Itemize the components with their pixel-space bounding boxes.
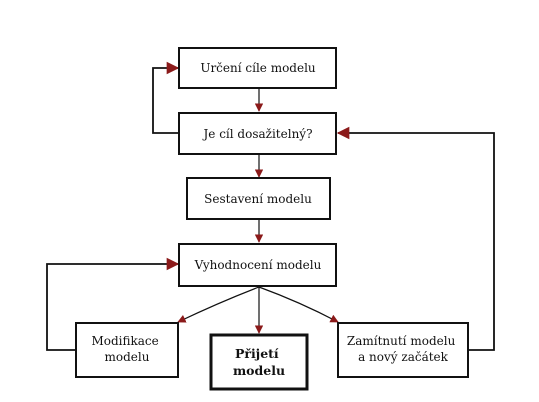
- svg-text:Je cíl dosažitelný?: Je cíl dosažitelný?: [201, 127, 312, 141]
- node-reject-line-2: a nový začátek: [358, 350, 449, 364]
- svg-text:Zamítnutí modelu a nový: Zamítnutí modelu a nový začátek: [347, 334, 459, 364]
- node-goal: Určení cíle modelu: [178, 47, 337, 89]
- loop-modify-to-evaluate: [46, 257, 180, 351]
- node-reject: Zamítnutí modelu a nový začátek: [337, 322, 469, 378]
- node-modify-line-2: modelu: [105, 350, 150, 364]
- node-evaluate: Vyhodnocení modelu: [178, 243, 337, 287]
- node-modify: Modifikace modelu: [75, 322, 179, 378]
- loop-reachable-to-goal: [152, 61, 180, 134]
- node-modify-line-1: Modifikace: [91, 334, 158, 348]
- svg-text:Vyhodnocení modelu: Vyhodnocení modelu: [194, 258, 322, 272]
- loop-reject-to-reachable: [336, 126, 495, 351]
- node-evaluate-line-1: Vyhodnocení modelu: [194, 258, 322, 272]
- svg-text:Modifikace modelu: Modifikace modelu: [91, 334, 162, 364]
- connectors: [46, 61, 495, 351]
- arrow-evaluate-to-modify: [177, 286, 260, 323]
- node-build-line-1: Sestavení modelu: [204, 192, 312, 206]
- node-build: Sestavení modelu: [186, 177, 331, 220]
- node-accept: Přijetí modelu: [209, 333, 309, 391]
- node-reachable: Je cíl dosažitelný?: [178, 112, 337, 155]
- node-reachable-line-1: Je cíl dosažitelný?: [201, 127, 312, 141]
- node-goal-line-1: Určení cíle modelu: [200, 61, 316, 75]
- svg-text:Přijetí modelu: Přijetí modelu: [233, 346, 285, 378]
- node-reject-line-1: Zamítnutí modelu: [347, 334, 456, 348]
- arrow-evaluate-to-reject: [258, 286, 339, 323]
- node-accept-line-1: Přijetí: [235, 346, 279, 361]
- svg-text:Určení cíle modelu: Určení cíle modelu: [200, 61, 316, 75]
- node-accept-line-2: modelu: [233, 363, 285, 378]
- svg-text:Sestavení modelu: Sestavení modelu: [204, 192, 312, 206]
